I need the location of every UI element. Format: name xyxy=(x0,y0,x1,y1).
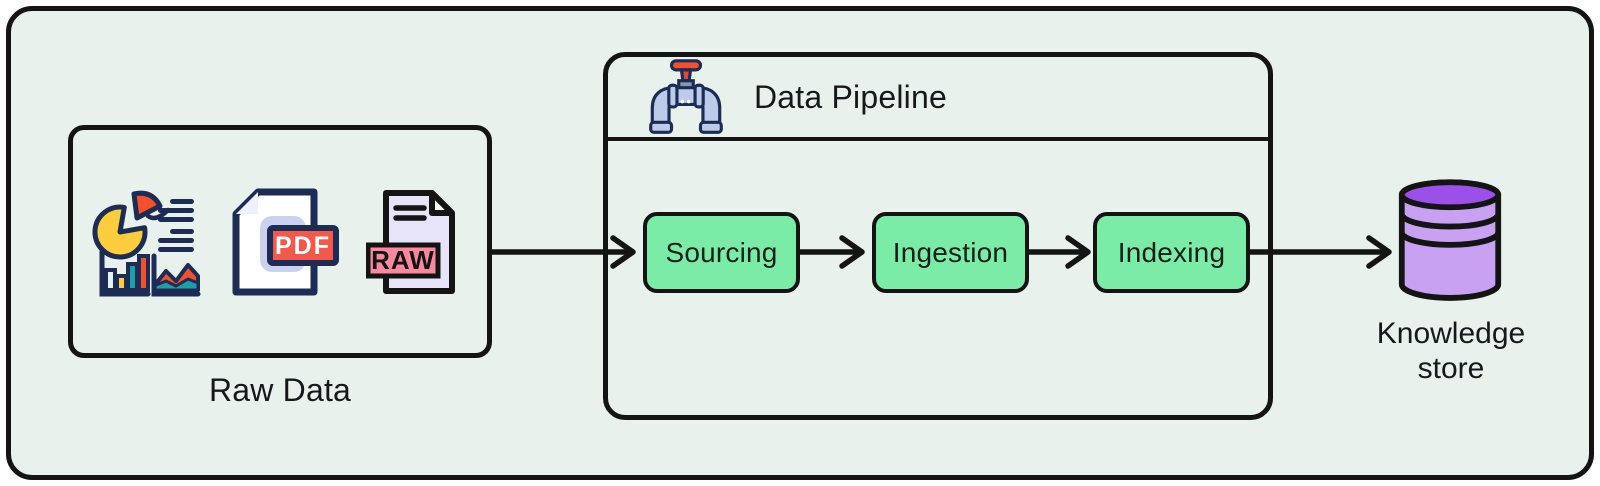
stage-indexing-label: Indexing xyxy=(1117,236,1226,268)
raw-badge-text: RAW xyxy=(371,245,435,275)
raw-data-label: Raw Data xyxy=(208,372,352,408)
raw-data-box: PDF RAW xyxy=(68,125,492,358)
database-icon xyxy=(1398,179,1502,301)
pdf-badge-text: PDF xyxy=(275,232,331,260)
stage-indexing: Indexing xyxy=(1093,212,1250,293)
data-pipeline-header: Data Pipeline xyxy=(608,57,1268,141)
pipe-valve-icon xyxy=(649,59,723,134)
knowledge-store-line2: store xyxy=(1417,352,1485,385)
stage-sourcing-label: Sourcing xyxy=(665,236,778,268)
raw-file-icon: RAW xyxy=(366,189,455,294)
knowledge-store-line1: Knowledge xyxy=(1376,317,1526,350)
stage-sourcing: Sourcing xyxy=(643,212,800,293)
stage-ingestion-label: Ingestion xyxy=(892,236,1009,268)
pdf-file-icon: PDF xyxy=(232,188,339,295)
data-pipeline-box: Data Pipeline Sourcing Ingestion Indexin… xyxy=(603,52,1273,420)
data-pipeline-title: Data Pipeline xyxy=(754,78,947,115)
stage-ingestion: Ingestion xyxy=(872,212,1029,293)
charts-icon xyxy=(92,190,201,296)
knowledge-store-label: Knowledge store xyxy=(1372,316,1530,386)
